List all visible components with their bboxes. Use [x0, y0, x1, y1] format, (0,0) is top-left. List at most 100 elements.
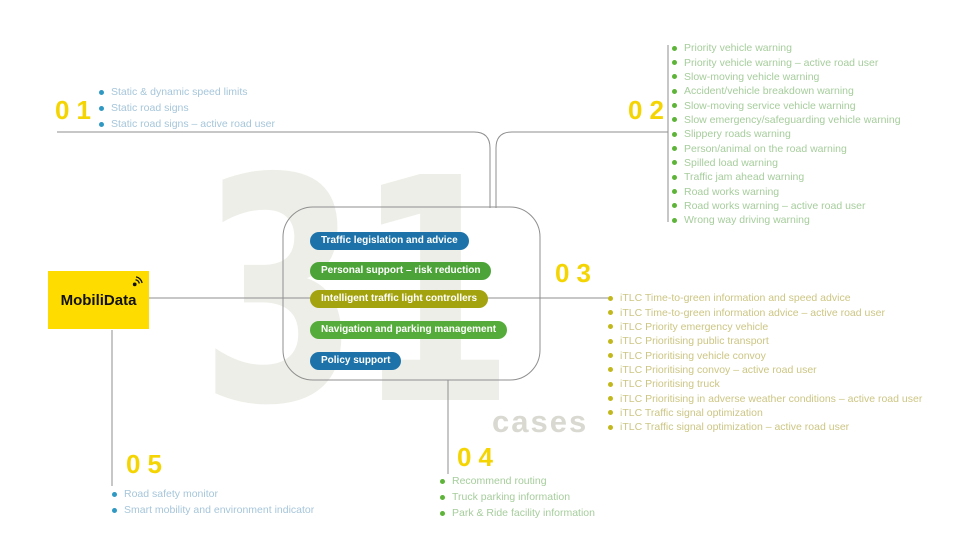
group-number-05: 05 — [126, 449, 169, 479]
bullet-icon — [672, 74, 677, 80]
use-case-label: iTLC Priority emergency vehicle — [620, 320, 769, 333]
group-number-03: 03 — [555, 258, 598, 288]
central-frame — [282, 206, 541, 381]
list-item: iTLC Time-to-green information and speed… — [608, 291, 922, 305]
use-case-label: iTLC Traffic signal optimization – activ… — [620, 421, 850, 434]
touch-signal-icon — [132, 276, 143, 287]
bullet-icon — [99, 121, 104, 127]
bullet-icon — [672, 160, 677, 166]
bullet-icon — [608, 310, 613, 316]
use-case-label: iTLC Prioritising vehicle convoy — [620, 349, 766, 362]
cases-label: cases — [492, 404, 589, 439]
bullet-icon — [608, 338, 613, 344]
use-case-label: Road works warning – active road user — [684, 199, 866, 212]
use-case-label: Slow-moving vehicle warning — [684, 70, 820, 83]
list-item: iTLC Prioritising truck — [608, 377, 922, 391]
list-item: Accident/vehicle breakdown warning — [672, 84, 901, 98]
use-case-label: Static road signs — [111, 102, 189, 114]
list-item: Person/animal on the road warning — [672, 141, 901, 155]
use-case-list-05: Road safety monitor Smart mobility and e… — [112, 486, 314, 518]
use-case-list-03: iTLC Time-to-green information and speed… — [608, 291, 922, 434]
list-item: Static & dynamic speed limits — [99, 84, 275, 100]
list-item: Smart mobility and environment indicator — [112, 502, 314, 518]
list-item: iTLC Prioritising convoy – active road u… — [608, 363, 922, 377]
list-item: Park & Ride facility information — [440, 505, 595, 521]
category-pill-policy-support: Policy support — [310, 352, 402, 370]
connector-group-02 — [495, 131, 668, 208]
bullet-icon — [440, 510, 445, 516]
bullet-icon — [99, 105, 104, 111]
bullet-icon — [440, 494, 445, 500]
use-case-list-01: Static & dynamic speed limits Static roa… — [99, 84, 275, 132]
group-number-02: 02 — [628, 95, 671, 125]
bullet-icon — [608, 295, 613, 301]
group-number-04: 04 — [457, 442, 500, 472]
bullet-icon — [672, 88, 677, 94]
list-item: Static road signs – active road user — [99, 116, 275, 132]
bullet-icon — [672, 146, 677, 152]
bullet-icon — [672, 189, 677, 195]
bullet-icon — [608, 396, 613, 402]
use-case-label: iTLC Prioritising convoy – active road u… — [620, 363, 817, 376]
list-item: iTLC Prioritising public transport — [608, 334, 922, 348]
use-case-label: Accident/vehicle breakdown warning — [684, 85, 854, 98]
list-item: Slow emergency/safeguarding vehicle warn… — [672, 113, 901, 127]
list-item: Road works warning – active road user — [672, 199, 901, 213]
list-item: Priority vehicle warning — [672, 41, 901, 55]
list-item: Priority vehicle warning – active road u… — [672, 55, 901, 69]
logo-text: MobiliData — [60, 291, 137, 309]
use-case-label: iTLC Time-to-green information advice – … — [620, 306, 885, 319]
list-item: iTLC Traffic signal optimization – activ… — [608, 420, 922, 434]
use-case-label: Truck parking information — [452, 491, 571, 503]
list-item: Slippery roads warning — [672, 127, 901, 141]
bullet-icon — [672, 45, 677, 51]
list-item: iTLC Priority emergency vehicle — [608, 320, 922, 334]
bullet-icon — [672, 203, 677, 209]
use-case-label: Static road signs – active road user — [111, 118, 276, 130]
list-item: iTLC Traffic signal optimization — [608, 406, 922, 420]
list-item: Truck parking information — [440, 489, 595, 505]
use-case-label: Priority vehicle warning – active road u… — [684, 56, 879, 69]
use-case-label: Static & dynamic speed limits — [111, 86, 248, 98]
use-case-label: Priority vehicle warning — [684, 42, 792, 55]
use-case-label: Slow emergency/safeguarding vehicle warn… — [684, 113, 901, 126]
use-case-label: Traffic jam ahead warning — [684, 171, 805, 184]
category-pill-itlc: Intelligent traffic light controllers — [310, 290, 489, 308]
bullet-icon — [608, 324, 613, 330]
use-case-label: Slow-moving service vehicle warning — [684, 99, 856, 112]
use-case-label: Person/animal on the road warning — [684, 142, 847, 155]
use-case-label: iTLC Prioritising public transport — [620, 335, 769, 348]
list-item: Road safety monitor — [112, 486, 314, 502]
category-pill-personal-support: Personal support – risk reduction — [310, 262, 492, 280]
list-item: Traffic jam ahead warning — [672, 170, 901, 184]
list-item: Slow-moving vehicle warning — [672, 70, 901, 84]
bullet-icon — [672, 117, 677, 123]
list-item: iTLC Prioritising vehicle convoy — [608, 348, 922, 362]
list-item: iTLC Prioritising in adverse weather con… — [608, 391, 922, 405]
use-case-label: Spilled load warning — [684, 156, 778, 169]
list-item: Recommend routing — [440, 473, 595, 489]
list-item: Spilled load warning — [672, 156, 901, 170]
group-number-01: 01 — [55, 95, 98, 125]
bullet-icon — [608, 381, 613, 387]
list-item: Slow-moving service vehicle warning — [672, 98, 901, 112]
list-item: Road works warning — [672, 184, 901, 198]
list-item: Static road signs — [99, 100, 275, 116]
bullet-icon — [112, 507, 117, 513]
category-pill-traffic-legislation: Traffic legislation and advice — [310, 232, 469, 250]
bullet-icon — [672, 217, 677, 223]
bullet-icon — [608, 410, 613, 416]
use-case-label: Road safety monitor — [124, 488, 218, 500]
bullet-icon — [672, 60, 677, 66]
use-case-label: Park & Ride facility information — [452, 507, 595, 519]
use-case-label: Slippery roads warning — [684, 128, 791, 141]
bullet-icon — [672, 174, 677, 180]
bullet-icon — [608, 353, 613, 359]
use-case-label: Recommend routing — [452, 475, 547, 487]
bullet-icon — [99, 89, 104, 95]
use-case-label: Wrong way driving warning — [684, 214, 810, 227]
list-item: Wrong way driving warning — [672, 213, 901, 227]
mobilidata-logo: MobiliData — [48, 271, 149, 329]
list-item: iTLC Time-to-green information advice – … — [608, 305, 922, 319]
